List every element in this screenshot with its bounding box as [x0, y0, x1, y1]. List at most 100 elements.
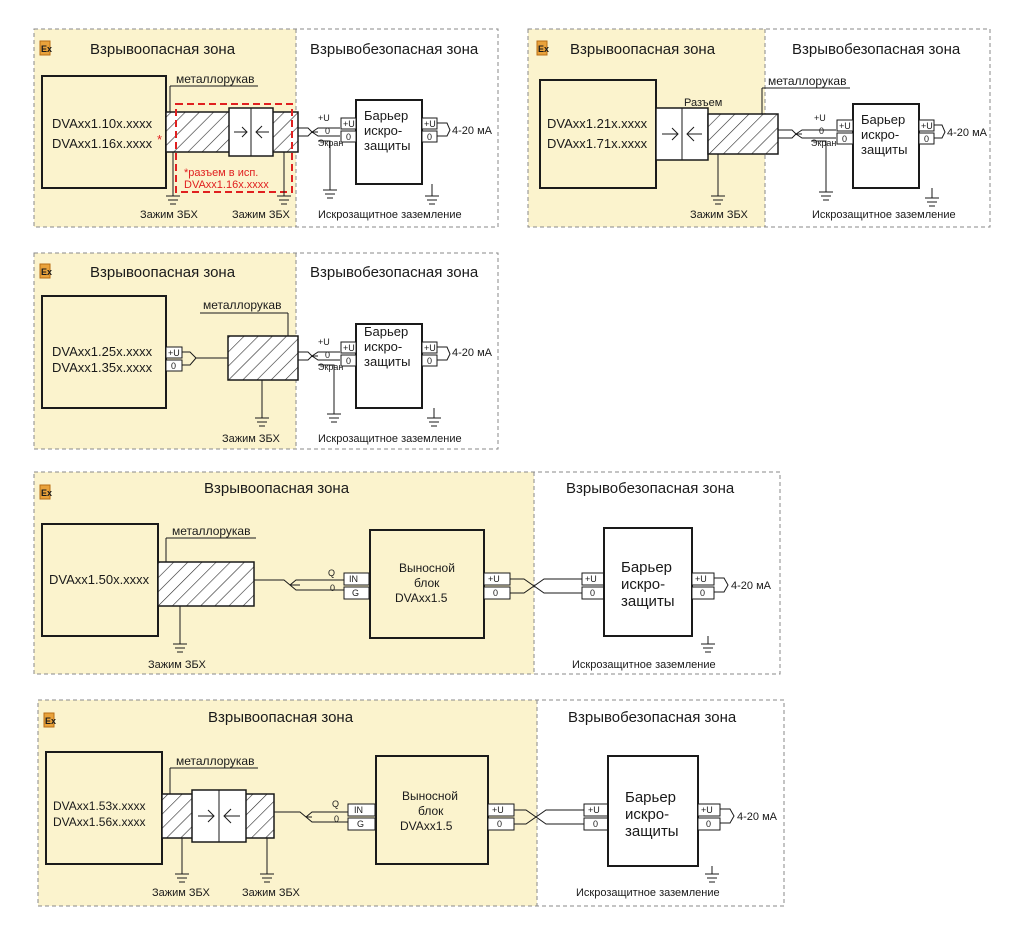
clamp-label: Зажим ЗБХ — [148, 659, 207, 671]
safe-zone-title: Взрывобезопасная зона — [568, 709, 737, 726]
term-plus-u-label: +U — [814, 113, 826, 123]
ground-label: Искрозащитное заземление — [318, 433, 462, 445]
diagram-2: Ex Взрывоопасная зона Взрывобезопасная з… — [527, 28, 991, 228]
svg-text:IN: IN — [349, 574, 358, 584]
hazardous-zone-5 — [38, 700, 537, 906]
hose-label: металлорукав — [176, 72, 254, 86]
ground-clamp-2 — [277, 152, 291, 205]
remote-unit-label-1: Выносной — [399, 561, 455, 575]
svg-text:+U: +U — [701, 805, 713, 815]
svg-text:+U: +U — [585, 574, 597, 584]
svg-text:0: 0 — [497, 819, 502, 829]
clamp-label-2: Зажим ЗБХ — [242, 887, 301, 899]
svg-text:+U: +U — [488, 574, 500, 584]
svg-text:0: 0 — [346, 132, 351, 142]
hazardous-zone-title: Взрывоопасная зона — [90, 264, 236, 281]
ground-clamp-2 — [260, 838, 274, 883]
current-label: 4-20 мА — [452, 347, 493, 359]
model-1: DVAxx1.25x.xxxx — [52, 344, 153, 359]
remote-unit-label-1: Выносной — [402, 789, 458, 803]
barrier-label-2: искро- — [364, 339, 402, 354]
term-zero-label: 0 — [819, 126, 824, 136]
svg-text:0: 0 — [346, 356, 351, 366]
model-marker: * — [157, 132, 162, 147]
connector-label: Разъем — [684, 97, 722, 109]
model-1: DVAxx1.10x.xxxx — [52, 116, 153, 131]
diagram-1-frame — [33, 28, 499, 228]
screen-label: Экран — [318, 362, 343, 372]
barrier-label-1: Барьер — [621, 559, 672, 576]
connector-note-line2: DVAxx1.16x.xxxx — [184, 179, 269, 191]
svg-text:+U: +U — [839, 121, 851, 131]
term-zero-label: 0 — [325, 350, 330, 360]
svg-text:Ex: Ex — [45, 716, 56, 726]
current-label: 4-20 мА — [737, 811, 778, 823]
screen-label: Экран — [318, 138, 343, 148]
diagram-3: Ex Взрывоопасная зона Взрывобезопасная з… — [33, 252, 499, 450]
safe-zone-title: Взрывобезопасная зона — [310, 264, 479, 281]
model-2: DVAxx1.16x.xxxx — [52, 136, 153, 151]
diagram-3-frame — [33, 252, 499, 450]
svg-text:IN: IN — [354, 805, 363, 815]
svg-text:+U: +U — [343, 119, 355, 129]
svg-text:+U: +U — [343, 343, 355, 353]
hazardous-zone-title: Взрывоопасная зона — [204, 480, 350, 497]
svg-text:0: 0 — [924, 134, 929, 144]
svg-text:0: 0 — [842, 134, 847, 144]
hazardous-zone-title: Взрывоопасная зона — [570, 41, 716, 58]
clamp-label-1: Зажим ЗБХ — [140, 209, 199, 221]
svg-text:G: G — [357, 819, 364, 829]
barrier-label-3: защиты — [625, 823, 679, 840]
svg-text:Ex: Ex — [538, 44, 549, 54]
barrier-label-3: защиты — [364, 354, 410, 369]
ground-clamp — [255, 380, 269, 427]
ground-label: Искрозащитное заземление — [572, 659, 716, 671]
hose-label: металлорукав — [176, 754, 254, 768]
hazardous-zone-4 — [34, 472, 534, 674]
ex-icon: Ex — [536, 40, 549, 56]
safe-zone-title: Взрывобезопасная зона — [310, 41, 479, 58]
svg-text:0: 0 — [171, 361, 176, 371]
barrier-label-2: искро- — [621, 576, 665, 593]
diagram-1: Ex Взрывоопасная зона Взрывобезопасная з… — [33, 28, 499, 228]
model-1: DVAxx1.50x.xxxx — [49, 572, 150, 587]
barrier-label-1: Барьер — [364, 108, 408, 123]
svg-text:+U: +U — [588, 805, 600, 815]
safe-zone-title: Взрывобезопасная зона — [566, 480, 735, 497]
svg-text:G: G — [352, 588, 359, 598]
term-plus-u-label: +U — [318, 337, 330, 347]
diagram-5-frame — [37, 699, 785, 907]
model-1: DVAxx1.53x.xxxx — [53, 799, 145, 813]
barrier-box — [852, 103, 920, 189]
q-label: Q — [328, 568, 335, 578]
barrier-label-1: Барьер — [364, 324, 408, 339]
diagram-2-frame — [527, 28, 991, 228]
svg-text:0: 0 — [427, 356, 432, 366]
barrier-label-1: Барьер — [861, 112, 905, 127]
barrier-label-3: защиты — [364, 138, 410, 153]
hose-label: металлорукав — [172, 524, 250, 538]
term-plus-u-label: +U — [318, 113, 330, 123]
svg-text:+U: +U — [424, 119, 436, 129]
metal-hose — [157, 561, 255, 607]
hazardous-zone-title: Взрывоопасная зона — [90, 41, 236, 58]
barrier-label-2: искро- — [625, 806, 669, 823]
model-2: DVAxx1.35x.xxxx — [52, 360, 153, 375]
connector-note-frame — [175, 103, 293, 193]
remote-unit-label-3: DVAxx1.5 — [395, 591, 448, 605]
ground-clamp — [173, 606, 187, 653]
clamp-label: Зажим ЗБХ — [690, 209, 749, 221]
svg-text:0: 0 — [593, 819, 598, 829]
screen-label: Экран — [811, 138, 836, 148]
metal-hose — [707, 113, 779, 155]
q-label: Q — [332, 799, 339, 809]
remote-unit-label-3: DVAxx1.5 — [400, 819, 453, 833]
diagram-4: Ex Взрывоопасная зона Взрывобезопасная з… — [33, 471, 781, 675]
remote-unit-label-2: блок — [418, 804, 444, 818]
svg-text:Ex: Ex — [41, 488, 52, 498]
ex-icon: Ex — [39, 263, 52, 279]
barrier-label-3: защиты — [621, 593, 675, 610]
hose-label: металлорукав — [203, 298, 281, 312]
svg-text:0: 0 — [493, 588, 498, 598]
svg-text:0: 0 — [590, 588, 595, 598]
